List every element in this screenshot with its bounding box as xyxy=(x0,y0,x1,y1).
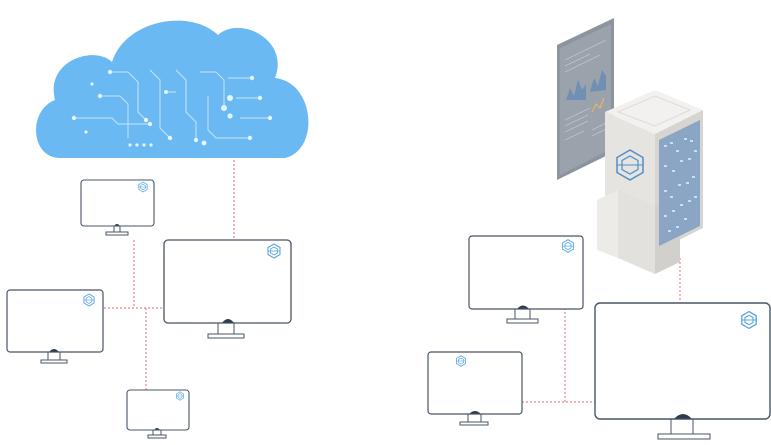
monitor-left[interactable] xyxy=(6,289,104,364)
left-connectors xyxy=(104,160,235,390)
monitor-small-left[interactable] xyxy=(427,351,523,426)
right-connectors xyxy=(522,258,681,403)
monitor-large-right[interactable] xyxy=(594,302,771,440)
dashboard-panel-icon xyxy=(557,18,614,180)
monitor-large[interactable] xyxy=(163,239,292,339)
monitor-mid[interactable] xyxy=(468,235,584,324)
server-tower-icon xyxy=(597,90,703,274)
monitor-small-top[interactable] xyxy=(80,179,155,236)
server-logo-icon xyxy=(616,149,644,181)
cloud-circuit-icon xyxy=(36,20,309,159)
monitor-small-bottom[interactable] xyxy=(126,389,190,439)
